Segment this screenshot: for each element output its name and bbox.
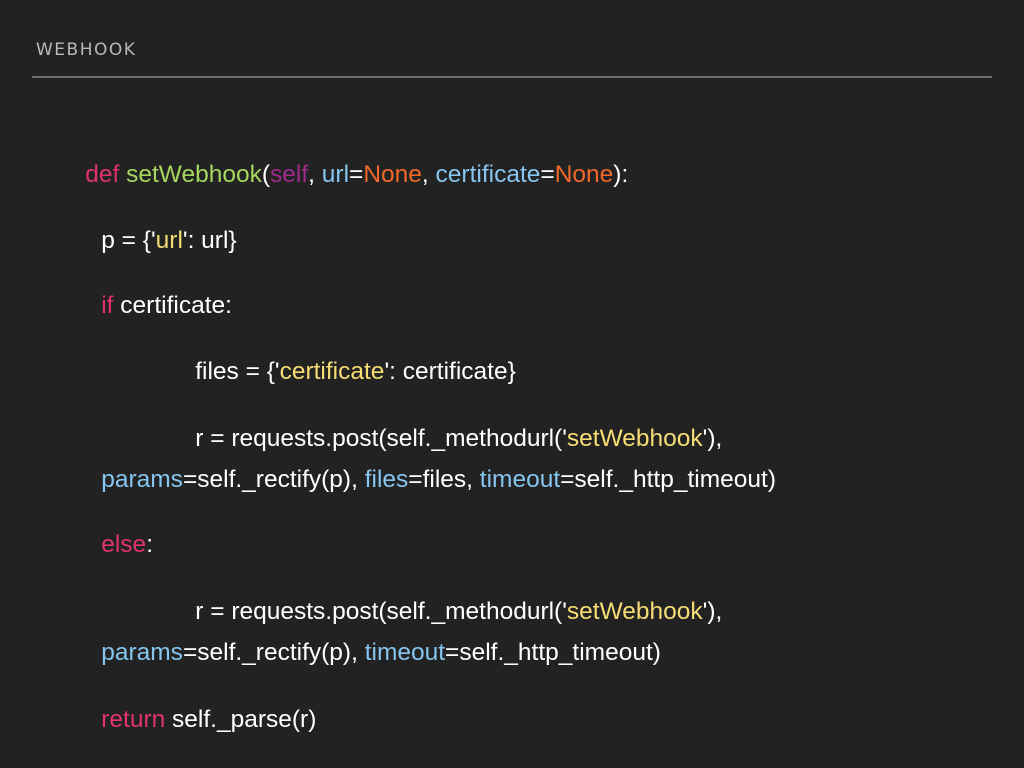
code-token: setWebhook [126,161,262,188]
code-token: certificate: [113,292,232,319]
code-token: url [321,161,350,188]
code-token: =self._rectify(p), [182,466,365,493]
code-token: : [146,531,153,558]
code-token: r = requests.post(self._methodurl(' [195,598,567,625]
code-token: ): [613,161,629,188]
code-token: self._parse(r) [165,706,317,733]
code-token: = [540,161,555,188]
slide-title: WEBHOOK [36,40,137,60]
code-token: '), [702,598,723,625]
code-line-files-dict: files = {'certificate': certificate} [168,324,516,420]
code-token: None [363,161,422,188]
code-token: params [101,466,183,493]
code-line-post-args: params=self._rectify(p), timeout=self._h… [74,605,661,701]
code-line-post-args: params=self._rectify(p), files=files, ti… [74,432,776,528]
code-line-if: if certificate: [74,258,232,354]
code-token: certificate [435,161,541,188]
code-line-else: else: [74,497,153,593]
code-token: params [101,639,183,666]
code-token: return [101,706,166,733]
title-divider [32,76,992,78]
code-token: certificate [279,358,385,385]
code-token: '), [702,425,723,452]
code-token: , [308,161,322,188]
code-token: =files, [408,466,480,493]
code-token: timeout [479,466,561,493]
code-line-params-dict: p = {'url': url} [74,193,237,289]
code-line-post-call: r = requests.post(self._methodurl('setWe… [168,564,722,660]
code-line-def: def setWebhook(self, url=None, certifica… [58,127,628,223]
code-token: =self._http_timeout) [560,466,776,493]
code-token: =self._rectify(p), [182,639,365,666]
code-token: setWebhook [566,598,703,625]
code-token: None [554,161,614,188]
code-token: =self._http_timeout) [445,639,661,666]
code-token: url [155,227,183,254]
code-token: = [349,161,364,188]
code-token: r = requests.post(self._methodurl(' [195,425,567,452]
code-token: , [421,161,436,188]
code-token: self [270,161,309,188]
code-token: ': certificate} [384,358,516,385]
code-line-return: return self._parse(r) [74,672,316,768]
code-token: setWebhook [566,425,703,452]
code-token: if [101,292,114,319]
code-token: timeout [364,639,446,666]
code-token: ( [261,161,271,188]
code-token: files = {' [195,358,280,385]
code-token: p = {' [101,227,156,254]
code-token: def [85,161,127,188]
code-token: files [364,466,409,493]
code-token: ': url} [182,227,237,254]
code-token: else [101,531,147,558]
code-line-post-call: r = requests.post(self._methodurl('setWe… [168,391,722,487]
